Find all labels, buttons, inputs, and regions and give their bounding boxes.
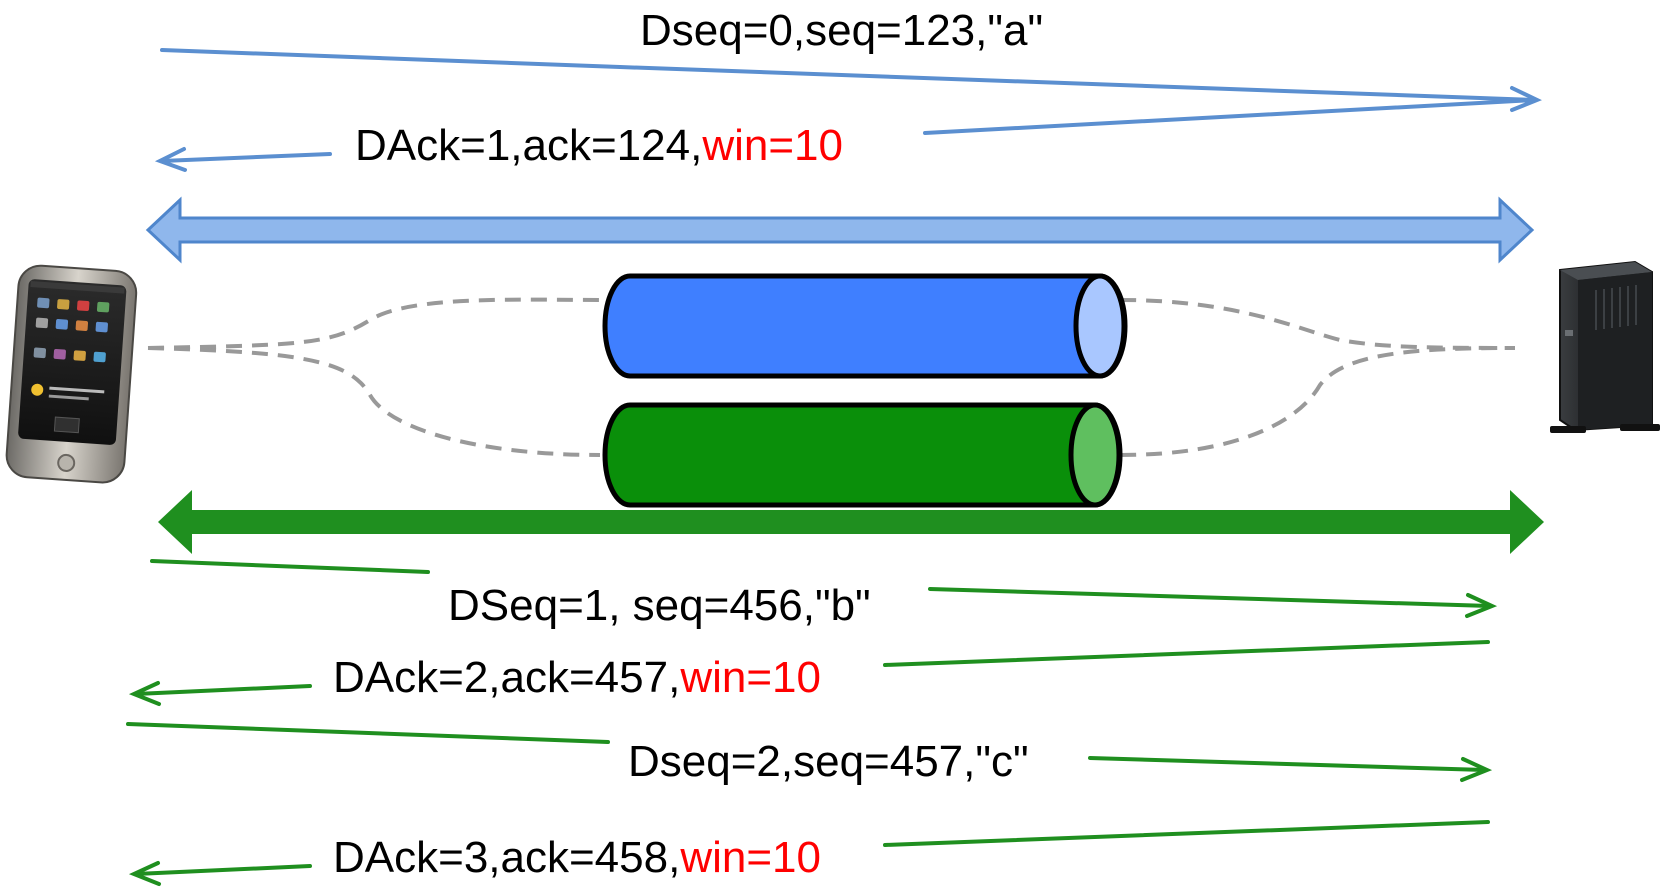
arrow-msg-2-part-a	[923, 98, 1537, 135]
arrow-msg-5-part-b	[1088, 756, 1487, 772]
server-tower-icon	[1550, 260, 1660, 433]
arrow-msg-4-part-b	[134, 684, 312, 696]
arrow-msg-2-head	[154, 147, 187, 172]
arrow-msg-1-part-b	[618, 65, 1537, 102]
message-label-3: DSeq=1, seq=456,"b"	[448, 581, 871, 630]
arrow-msg-1-part-a	[160, 48, 622, 69]
dashed-line-client-to-tube-1	[147, 297, 611, 350]
arrow-msg-5-part-a	[126, 722, 610, 744]
message-label-2: DAck=1,ack=124,win=10	[355, 121, 843, 170]
subflow-tube-1	[602, 273, 1128, 379]
message-label-5: Dseq=2,seq=457,"c"	[628, 737, 1029, 786]
subflow-1-double-arrow	[145, 196, 1535, 264]
arrow-msg-6-part-a	[883, 820, 1490, 847]
arrow-msg-3-part-b	[928, 587, 1492, 608]
message-label-6: DAck=3,ack=458,win=10	[333, 833, 821, 882]
subflow-tube-2	[602, 402, 1123, 508]
arrow-msg-2-part-b	[160, 152, 332, 163]
arrow-msg-3-part-a	[150, 559, 430, 574]
arrow-msg-6-part-b	[134, 864, 312, 876]
dashed-line-tube-1-to-server	[1119, 298, 1516, 350]
dashed-line-tube-2-to-server	[1119, 346, 1516, 457]
message-label-1: Dseq=0,seq=123,"a"	[640, 6, 1043, 55]
blue-message-arrows	[154, 48, 1542, 172]
smartphone-icon	[5, 264, 138, 484]
dashed-line-client-to-tube-2	[147, 346, 601, 457]
window-label: win=10	[701, 121, 843, 170]
arrow-msg-3-head	[1465, 593, 1498, 618]
window-label: win=10	[679, 833, 821, 882]
arrow-msg-4-part-a	[883, 640, 1490, 667]
arrow-msg-4-head	[128, 681, 161, 706]
arrow-msg-6-head	[128, 861, 161, 886]
window-label: win=10	[679, 653, 821, 702]
subflow-paths	[147, 297, 1516, 457]
subflow-2-double-arrow	[158, 490, 1544, 554]
arrow-msg-5-head	[1460, 757, 1493, 782]
message-label-4: DAck=2,ack=457,win=10	[333, 653, 821, 702]
green-message-arrows	[126, 559, 1498, 886]
